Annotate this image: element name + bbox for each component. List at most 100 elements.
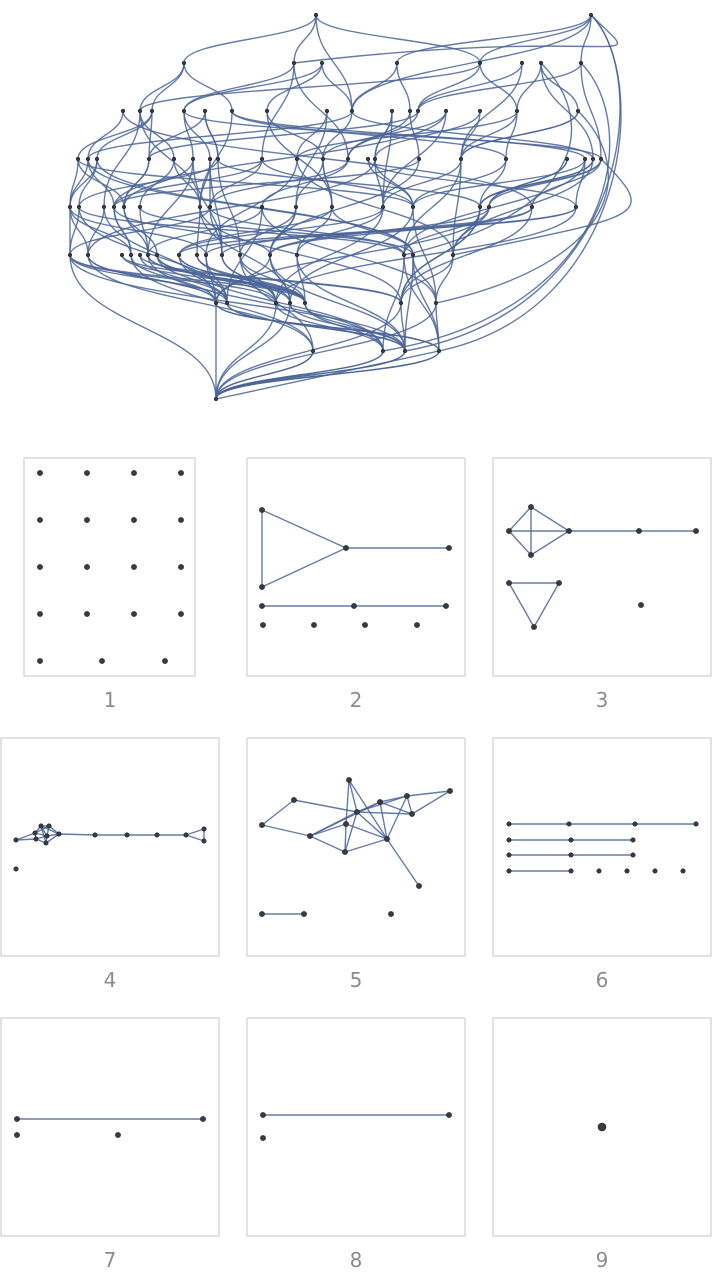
- graph-vertex: [259, 507, 265, 513]
- graph-vertex: [343, 821, 349, 827]
- graph-edge: [215, 254, 271, 304]
- graph-edge: [435, 110, 609, 304]
- graph-vertex: [380, 348, 386, 354]
- graph-vertex: [178, 470, 184, 476]
- graph-edge: [261, 509, 347, 549]
- graph-vertex: [556, 580, 562, 586]
- graph-edge: [239, 206, 297, 256]
- graph-edge: [344, 811, 358, 853]
- graph-edge: [479, 14, 592, 64]
- panel-label: 9: [596, 1248, 609, 1272]
- panel-2: 2: [246, 457, 466, 712]
- graph-edge: [403, 62, 573, 256]
- graph-vertex: [229, 108, 235, 114]
- graph-edge: [178, 254, 384, 352]
- graph-edge: [87, 110, 124, 160]
- graph-vertex: [37, 658, 43, 664]
- graph-edge: [374, 158, 414, 208]
- graph-edge: [266, 62, 323, 112]
- graph-vertex: [67, 204, 73, 210]
- graph-vertex: [573, 204, 579, 210]
- graph-edge: [178, 206, 384, 256]
- panel-label: 4: [104, 968, 117, 992]
- graph-edge: [215, 302, 402, 400]
- graph-vertex: [76, 204, 82, 210]
- graph-edge: [204, 110, 219, 160]
- graph-vertex: [416, 156, 422, 162]
- graph-vertex: [324, 108, 330, 114]
- graph-vertex: [578, 60, 584, 66]
- graph-vertex: [433, 300, 439, 306]
- graph-edge: [78, 158, 98, 208]
- graph-vertex: [319, 60, 325, 66]
- graph-vertex: [162, 658, 168, 664]
- graph-edge: [139, 254, 228, 304]
- graph-edge: [69, 254, 406, 352]
- graph-vertex: [43, 840, 49, 846]
- graph-edge: [530, 530, 570, 556]
- graph-edge: [351, 110, 594, 160]
- graph-edge: [226, 302, 406, 352]
- panel-frame: [246, 1017, 466, 1237]
- graph-edge: [412, 254, 437, 304]
- panel-frame: [246, 457, 466, 677]
- graph-vertex: [477, 60, 483, 66]
- graph-vertex: [84, 517, 90, 523]
- graph-edge: [386, 795, 408, 840]
- graph-vertex: [349, 108, 355, 114]
- component-panels: 1 2 3 4 5 6 7 8 9: [0, 457, 712, 1272]
- graph-edge: [122, 110, 533, 208]
- graph-vertex: [259, 204, 265, 210]
- graph-edge: [87, 158, 115, 208]
- graph-edge: [309, 823, 347, 837]
- graph-vertex: [149, 108, 155, 114]
- graph-edge: [382, 158, 462, 208]
- graph-vertex: [446, 1112, 452, 1118]
- graph-vertex: [409, 811, 415, 817]
- graph-vertex: [477, 108, 483, 114]
- panel-3: 3: [492, 457, 712, 712]
- graph-edge: [296, 158, 454, 256]
- graph-vertex: [566, 528, 572, 534]
- graph-vertex: [101, 204, 107, 210]
- graph-edge: [148, 110, 419, 160]
- graph-vertex: [506, 868, 512, 874]
- graph-edge: [296, 254, 306, 304]
- graph-vertex: [506, 580, 512, 586]
- graph-vertex: [477, 204, 483, 210]
- graph-edge: [315, 14, 481, 64]
- graph-edge: [78, 206, 405, 256]
- graph-vertex: [219, 252, 225, 258]
- graph-edge: [396, 14, 592, 64]
- graph-edge: [309, 835, 346, 853]
- graph-edge: [266, 110, 333, 208]
- graph-vertex: [190, 156, 196, 162]
- graph-vertex: [693, 821, 699, 827]
- graph-edge: [139, 62, 481, 112]
- graph-vertex: [38, 823, 44, 829]
- graph-edge: [215, 350, 440, 400]
- graph-vertex: [237, 252, 243, 258]
- graph-edge: [295, 110, 328, 208]
- graph-vertex: [564, 156, 570, 162]
- graph-vertex: [632, 821, 638, 827]
- graph-vertex: [447, 788, 453, 794]
- graph-vertex: [401, 252, 407, 258]
- graph-vertex: [84, 470, 90, 476]
- graph-vertex: [111, 204, 117, 210]
- graph-vertex: [372, 156, 378, 162]
- graph-edge: [205, 158, 298, 256]
- graph-vertex: [146, 156, 152, 162]
- graph-vertex: [514, 108, 520, 114]
- graph-vertex: [597, 1122, 607, 1132]
- graph-edge: [296, 206, 333, 256]
- graph-vertex: [131, 470, 137, 476]
- graph-vertex: [260, 1135, 266, 1141]
- graph-vertex: [264, 108, 270, 114]
- graph-vertex: [506, 528, 512, 534]
- graph-edge: [295, 158, 324, 208]
- graph-edge: [58, 833, 96, 836]
- graph-vertex: [124, 832, 130, 838]
- graph-edge: [69, 254, 228, 304]
- graph-vertex: [37, 611, 43, 617]
